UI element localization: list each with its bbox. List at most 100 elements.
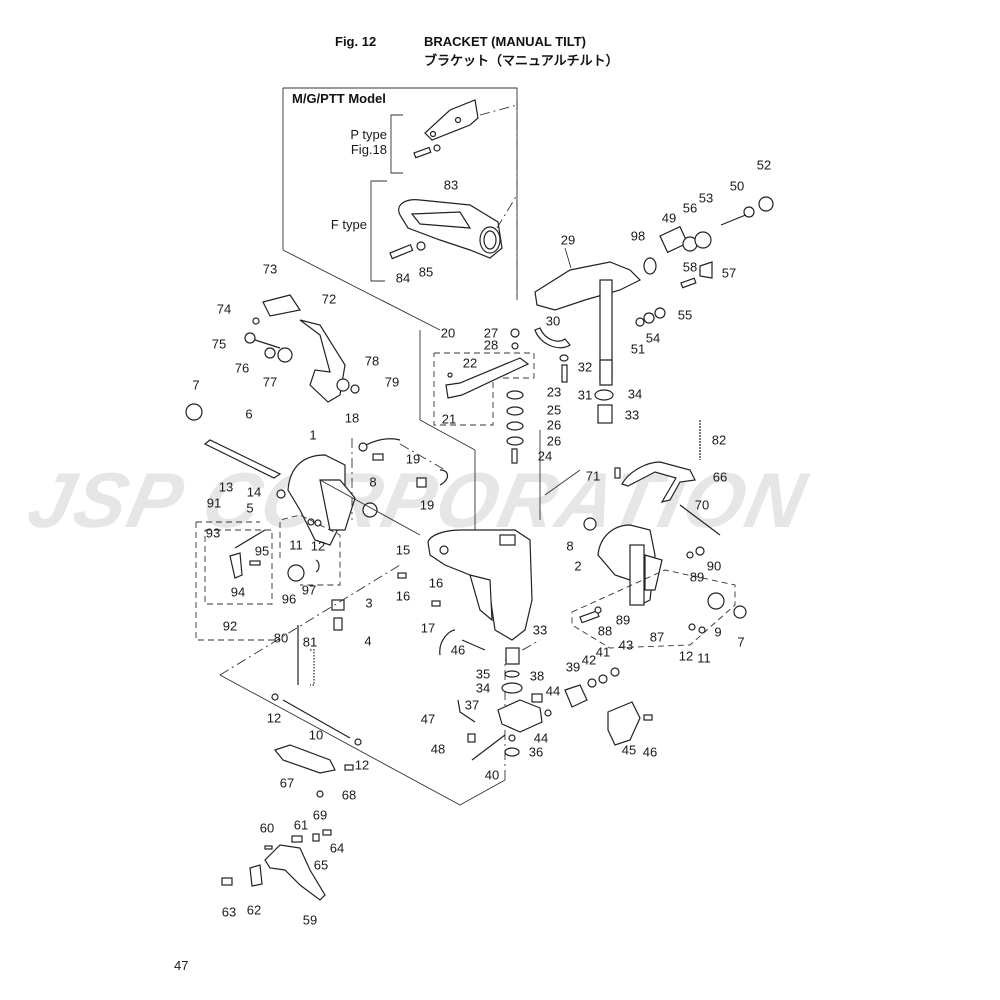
part-callout-76: 76 <box>234 360 250 376</box>
tilt-stopper-59 <box>221 829 332 901</box>
part-callout-44: 44 <box>545 683 561 699</box>
inset-title: M/G/PTT Model <box>292 91 386 106</box>
part-callout-71: 71 <box>585 468 601 484</box>
part-callout-61: 61 <box>293 817 309 833</box>
part-callout-12: 12 <box>678 648 694 664</box>
part-callout-64: 64 <box>329 840 345 856</box>
bushing-33 <box>597 404 613 424</box>
part-callout-23: 23 <box>546 384 562 400</box>
group-11-12-box <box>279 514 341 586</box>
part-callout-12: 12 <box>354 757 370 773</box>
part-callout-56: 56 <box>682 200 698 216</box>
part-callout-93: 93 <box>205 525 221 541</box>
part-callout-33: 33 <box>624 407 640 423</box>
part-callout-2: 2 <box>574 558 582 574</box>
part-callout-95: 95 <box>254 543 270 559</box>
part-callout-88: 88 <box>597 623 613 639</box>
f-type-handle-part <box>389 194 518 260</box>
washer-stack-23-26 <box>506 390 524 464</box>
part-callout-57: 57 <box>721 265 737 281</box>
part-callout-26: 26 <box>546 433 562 449</box>
part-callout-10: 10 <box>308 727 324 743</box>
p-type-bracket <box>390 114 403 174</box>
nut-27 <box>510 328 520 338</box>
part-callout-70: 70 <box>694 497 710 513</box>
part-callout-58: 58 <box>682 259 698 275</box>
bolt-16b <box>431 600 441 607</box>
stern-bracket-part-2 <box>583 517 663 606</box>
part-callout-25: 25 <box>546 402 562 418</box>
lever-assembly-72 <box>244 294 360 403</box>
part-callout-92: 92 <box>222 618 238 634</box>
part-callout-34: 34 <box>475 680 491 696</box>
part-callout-50: 50 <box>729 178 745 194</box>
ground-wire-18 <box>351 438 449 520</box>
part-callout-5: 5 <box>246 500 254 516</box>
page-number: 47 <box>174 958 189 973</box>
guide-line-center-b <box>419 419 476 451</box>
part-callout-12: 12 <box>266 710 282 726</box>
part-callout-83: 83 <box>443 177 459 193</box>
clamp-parts-93-95 <box>229 529 266 579</box>
parts-96-97 <box>287 559 320 582</box>
part-callout-32: 32 <box>577 359 593 375</box>
part-callout-78: 78 <box>364 353 380 369</box>
part-callout-73: 73 <box>262 261 278 277</box>
part-callout-68: 68 <box>341 787 357 803</box>
part-callout-97: 97 <box>301 582 317 598</box>
part-callout-84: 84 <box>395 270 411 286</box>
part-callout-7: 7 <box>737 634 745 650</box>
part-callout-37: 37 <box>464 697 480 713</box>
part-callout-45: 45 <box>621 742 637 758</box>
part-callout-7: 7 <box>192 377 200 393</box>
bolt-16a <box>397 572 407 579</box>
block-3 <box>331 599 345 611</box>
part-callout-79: 79 <box>384 374 400 390</box>
part-callout-21: 21 <box>441 411 457 427</box>
frame-line-bottom <box>219 674 506 806</box>
part-callout-38: 38 <box>529 668 545 684</box>
part-callout-96: 96 <box>281 591 297 607</box>
part-callout-89: 89 <box>689 569 705 585</box>
part-callout-8: 8 <box>566 538 574 554</box>
part-callout-55: 55 <box>677 307 693 323</box>
figure-number: Fig. 12 <box>335 34 377 49</box>
part-callout-85: 85 <box>418 264 434 280</box>
group-87-box <box>571 569 736 649</box>
part-callout-47: 47 <box>420 711 436 727</box>
part-callout-36: 36 <box>528 744 544 760</box>
part-callout-27: 27 <box>483 325 499 341</box>
part-callout-39: 39 <box>565 659 581 675</box>
part-callout-17: 17 <box>420 620 436 636</box>
part-callout-20: 20 <box>440 325 456 341</box>
washer-28 <box>511 342 519 350</box>
inset-bottom-edge <box>282 249 441 331</box>
part-callout-63: 63 <box>221 904 237 920</box>
part-callout-4: 4 <box>364 633 372 649</box>
part-callout-18: 18 <box>344 410 360 426</box>
f-type-label: F type <box>330 217 367 232</box>
group-92-box <box>204 529 273 605</box>
part-callout-89: 89 <box>615 612 631 628</box>
frame-line-right <box>504 639 541 780</box>
part-callout-3: 3 <box>365 595 373 611</box>
lower-swivel-parts <box>439 629 653 761</box>
part-callout-16: 16 <box>428 575 444 591</box>
part-callout-60: 60 <box>259 820 275 836</box>
part-callout-69: 69 <box>312 807 328 823</box>
part-callout-11: 11 <box>289 537 303 553</box>
f-type-bracket <box>370 180 387 282</box>
part-callout-8: 8 <box>369 474 377 490</box>
part-callout-19: 19 <box>419 497 435 513</box>
guide-line-right <box>544 469 581 496</box>
part-callout-31: 31 <box>577 387 593 403</box>
part-callout-98: 98 <box>630 228 646 244</box>
part-callout-14: 14 <box>246 484 262 500</box>
p-type-text: P type <box>350 127 387 142</box>
part-callout-6: 6 <box>245 406 253 422</box>
part-callout-26: 26 <box>546 417 562 433</box>
figure-title-en: BRACKET (MANUAL TILT) <box>424 34 586 49</box>
part-callout-59: 59 <box>302 912 318 928</box>
part-callout-54: 54 <box>645 330 661 346</box>
